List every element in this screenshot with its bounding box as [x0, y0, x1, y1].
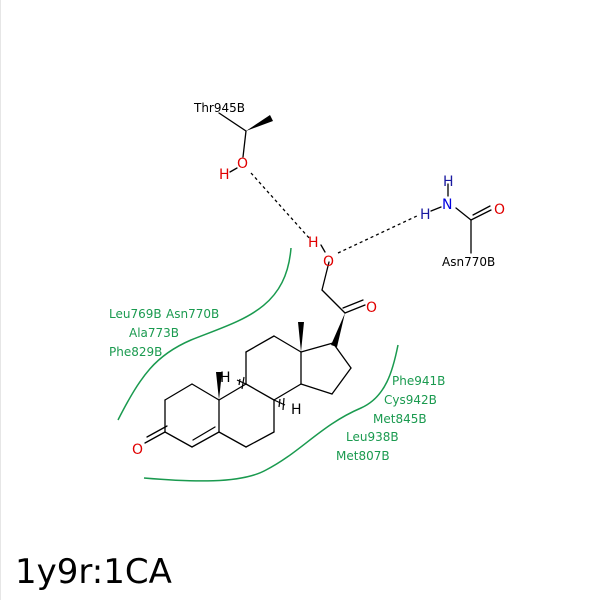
thr945b-fragment [218, 112, 273, 173]
residue-label-right: Phe941B [392, 374, 445, 388]
thr945b-label: Thr945B [193, 101, 245, 115]
ligand-hydroxyl-hydrogen: H [308, 235, 319, 251]
thr-hydrogen: H [219, 167, 230, 183]
thr-oxygen: O [237, 156, 248, 172]
side-chain-c17 [320, 244, 366, 347]
hbond-asn770b [337, 214, 420, 254]
wedge-bond [246, 115, 273, 131]
stereo-hydrogen-c9: H [220, 370, 231, 386]
residue-label-left: Ala773B [129, 326, 179, 340]
wedge-bond [331, 313, 345, 347]
asn-hydrogen-left: H [420, 207, 431, 223]
asn-hydrogen-top: H [443, 174, 454, 190]
ligand-ring-ketone-oxygen: O [132, 442, 143, 458]
ligand-hydroxyl-oxygen: O [323, 254, 334, 270]
hydrophobic-arc-left [117, 247, 292, 421]
hash-bonds [236, 376, 286, 411]
hbond-thr945b [250, 172, 311, 240]
hydrophobic-arc-right [143, 344, 399, 482]
stereo-hydrogen-c14: H [291, 402, 302, 418]
wedge-bond [216, 372, 222, 400]
ligand-ketone-oxygen: O [366, 300, 377, 316]
wedge-bond [298, 322, 304, 352]
asn-carbonyl-oxygen: O [494, 202, 505, 218]
residue-label-right: Met845B [373, 412, 427, 426]
residue-label-right: Cys942B [384, 393, 437, 407]
residue-label-left: Phe829B [109, 345, 162, 359]
residue-label-left: Leu769B [109, 307, 162, 321]
complex-id-title: 1y9r:1CA [15, 552, 172, 592]
asn770b-label: Asn770B [442, 255, 495, 269]
steroid-core [144, 322, 352, 448]
residue-label-right: Leu938B [346, 430, 399, 444]
residue-label-left: Asn770B [166, 307, 219, 321]
residue-label-right: Met807B [336, 449, 390, 463]
asn-nitrogen: N [442, 197, 452, 213]
asn770b-fragment [430, 183, 492, 254]
